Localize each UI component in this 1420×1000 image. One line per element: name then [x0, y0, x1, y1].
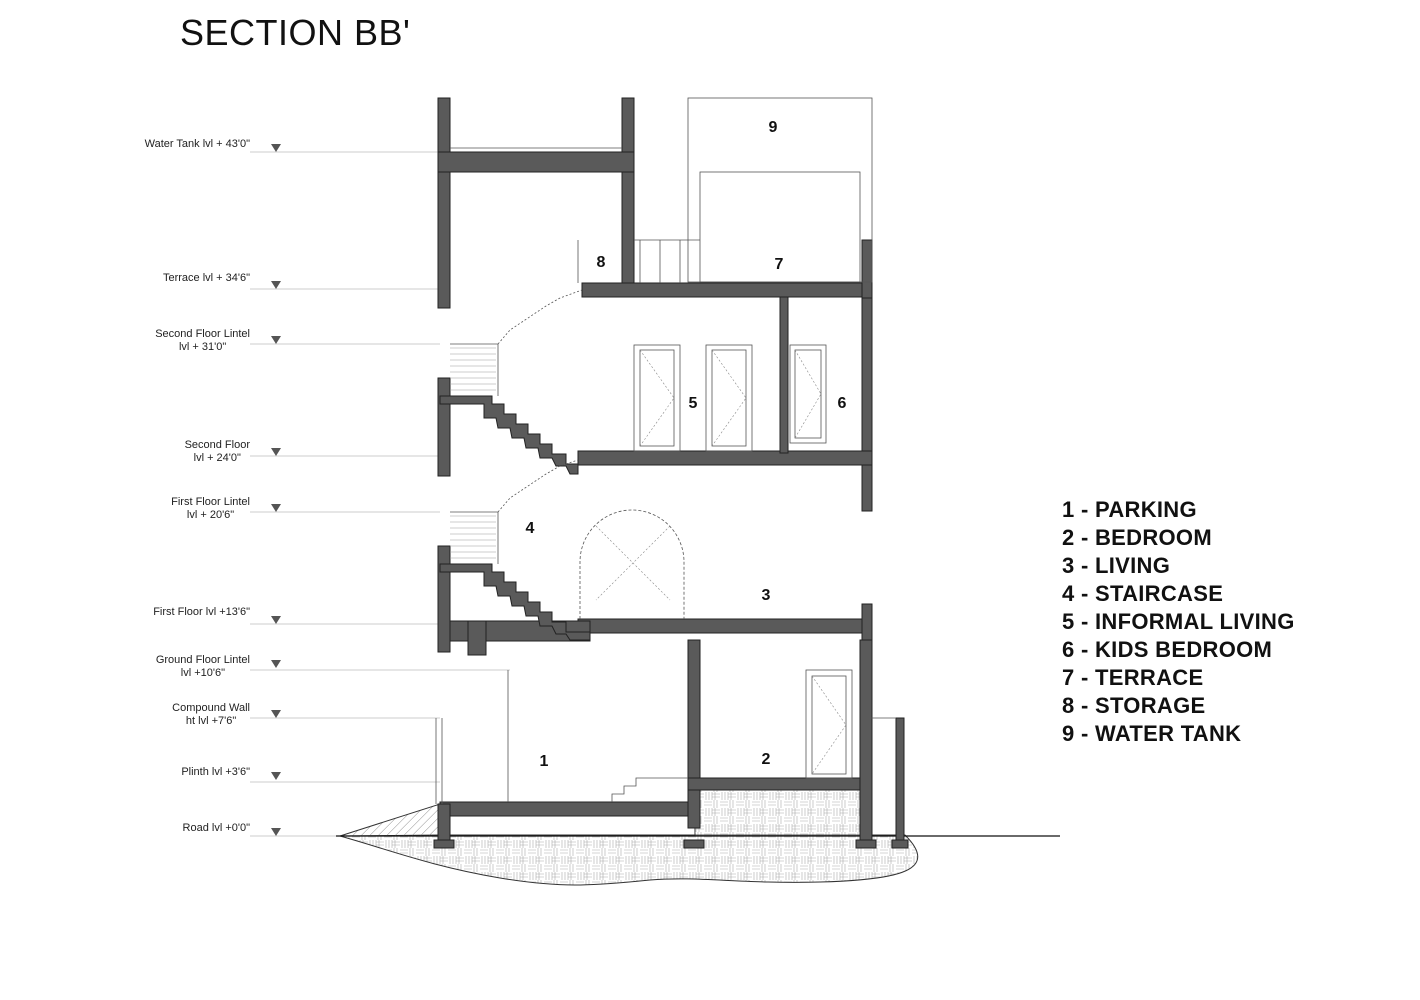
section-solids	[433, 97, 909, 849]
room-number-3: 3	[761, 587, 771, 604]
drawing-title: SECTION BB'	[180, 12, 411, 53]
level-label-road: Road lvl +0'0"	[182, 822, 250, 834]
ground	[336, 789, 1060, 886]
legend-item: 5 - INFORMAL LIVING	[1062, 609, 1295, 634]
level-label-terrace: Terrace lvl + 34'6"	[162, 272, 250, 284]
level-lines	[250, 151, 510, 837]
door-swings	[595, 349, 847, 775]
legend-item: 1 - PARKING	[1062, 497, 1197, 522]
legend-item: 6 - KIDS BEDROOM	[1062, 637, 1273, 662]
room-number-9: 9	[768, 119, 778, 136]
room-number-4: 4	[525, 520, 535, 537]
legend-item: 2 - BEDROOM	[1062, 525, 1212, 550]
stair-treads	[450, 347, 496, 559]
legend-item: 8 - STORAGE	[1062, 693, 1206, 718]
level-label-plinth: Plinth lvl +3'6"	[181, 766, 250, 778]
room-number-8: 8	[596, 254, 606, 271]
legend-item: 7 - TERRACE	[1062, 665, 1204, 690]
room-number-1: 1	[539, 753, 549, 770]
level-markers	[271, 144, 281, 836]
legend-item: 3 - LIVING	[1062, 553, 1171, 578]
room-number-5: 5	[688, 395, 698, 412]
legend-item: 9 - WATER TANK	[1062, 721, 1242, 746]
room-number-2: 2	[761, 751, 771, 768]
room-number-7: 7	[774, 256, 784, 273]
legend-item: 4 - STAIRCASE	[1062, 581, 1224, 606]
level-label-water-tank: Water Tank lvl + 43'0"	[144, 138, 250, 150]
outlines	[435, 97, 896, 804]
room-legend: 1 - PARKING 2 - BEDROOM 3 - LIVING 4 - S…	[1062, 496, 1295, 748]
level-label-first-floor: First Floor lvl +13'6"	[153, 606, 250, 618]
room-number-6: 6	[837, 395, 847, 412]
